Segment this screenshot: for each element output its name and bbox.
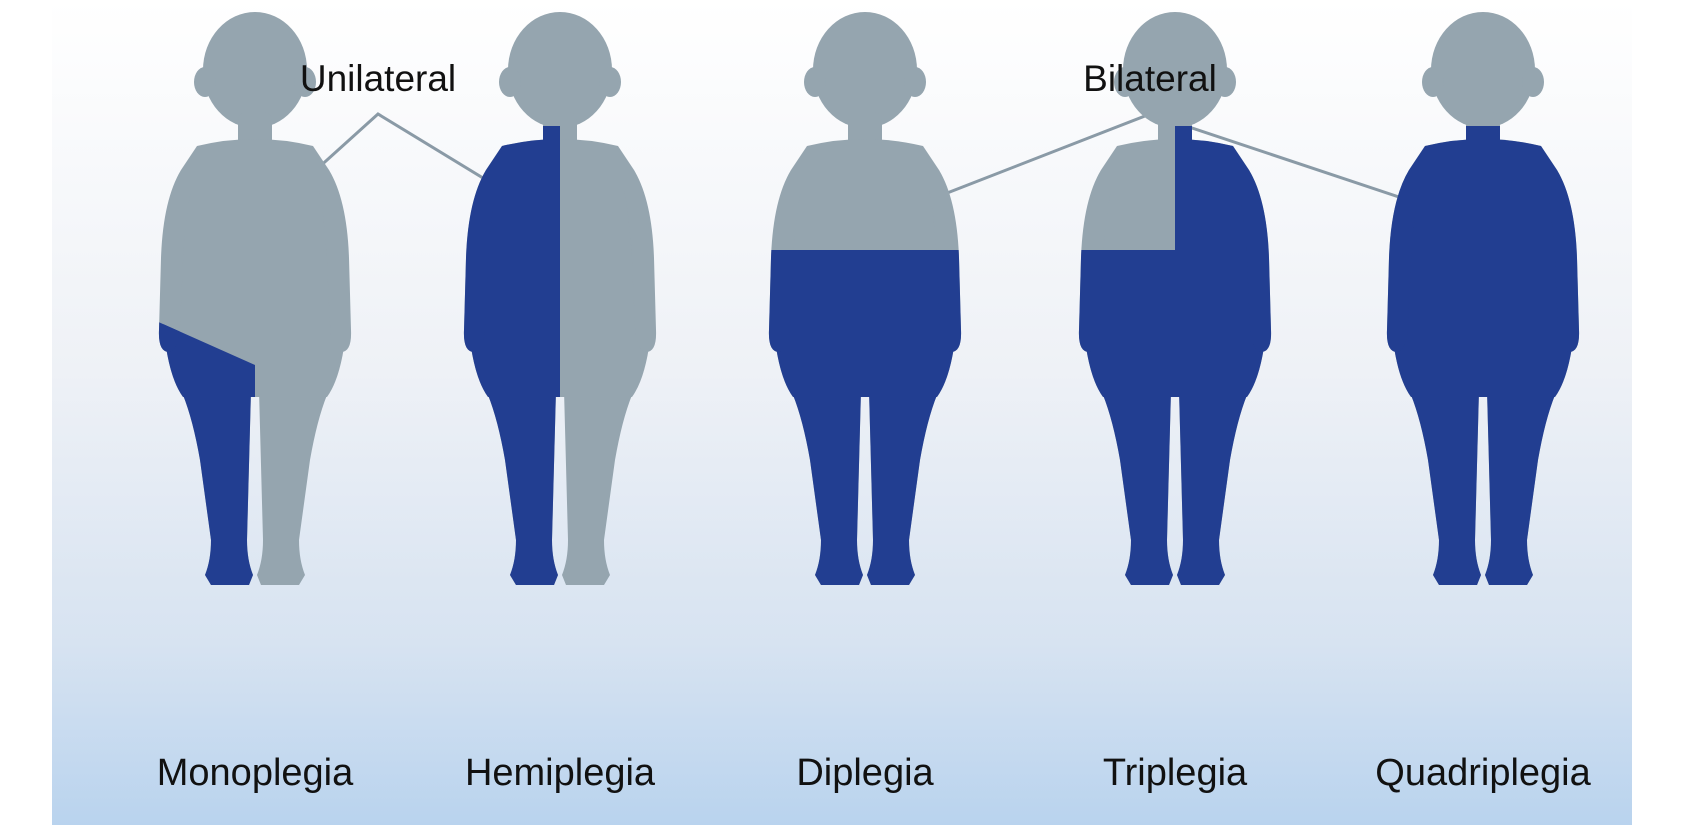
child-figure-hemiplegia (463, 12, 657, 585)
figure-label-diplegia: Diplegia (796, 752, 934, 794)
figure-label-hemiplegia: Hemiplegia (464, 752, 656, 794)
group-label-bilateral: Bilateral (1083, 58, 1217, 99)
child-figure-quadriplegia (1386, 12, 1580, 585)
figure-label-quadriplegia: Quadriplegia (1375, 752, 1591, 794)
figure-label-triplegia: Triplegia (1102, 752, 1248, 794)
child-figure-diplegia (768, 12, 962, 585)
figure-label-monoplegia: Monoplegia (156, 752, 354, 794)
group-label-unilateral: Unilateral (299, 58, 457, 99)
